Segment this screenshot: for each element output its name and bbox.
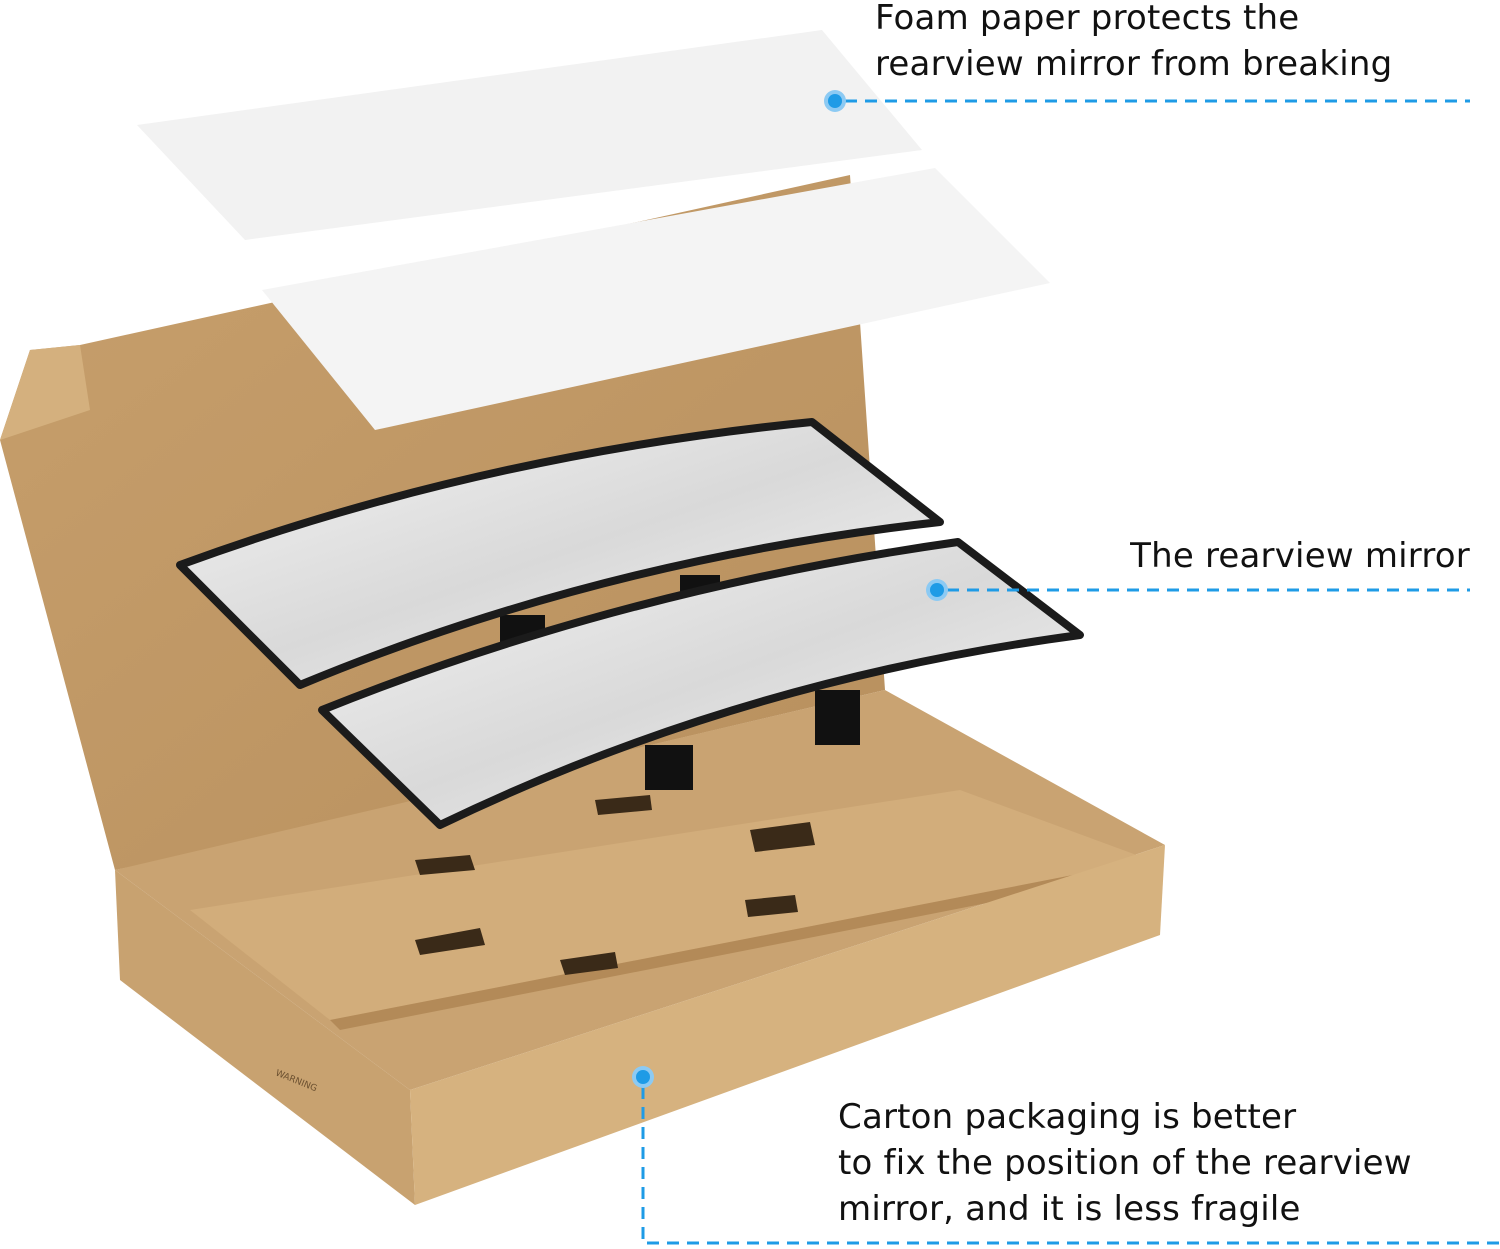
mirror-annotation-line: The rearview mirror xyxy=(1130,536,1470,576)
foam-annotation: Foam paper protects the rearview mirror … xyxy=(875,0,1392,87)
foam-sheet-1 xyxy=(137,30,922,240)
carton-callout-line xyxy=(641,1087,1500,1245)
foam-annotation-line: Foam paper protects the xyxy=(875,0,1300,38)
foam-sheet-2 xyxy=(262,168,1050,430)
rearview-mirror-2 xyxy=(318,538,1084,829)
foam-annotation-line: rearview mirror from breaking xyxy=(875,44,1393,84)
carton-annotation-line: mirror, and it is less fragile xyxy=(838,1189,1301,1229)
callout-dots xyxy=(632,90,948,1088)
carton-annotation-line: to fix the position of the rearview xyxy=(838,1143,1412,1183)
mirror-annotation: The rearview mirror xyxy=(1130,533,1470,579)
carton-annotation-line: Carton packaging is better xyxy=(838,1097,1297,1137)
carton-annotation: Carton packaging is better to fix the po… xyxy=(838,1094,1412,1232)
box-base: WARNING xyxy=(115,690,1165,1205)
